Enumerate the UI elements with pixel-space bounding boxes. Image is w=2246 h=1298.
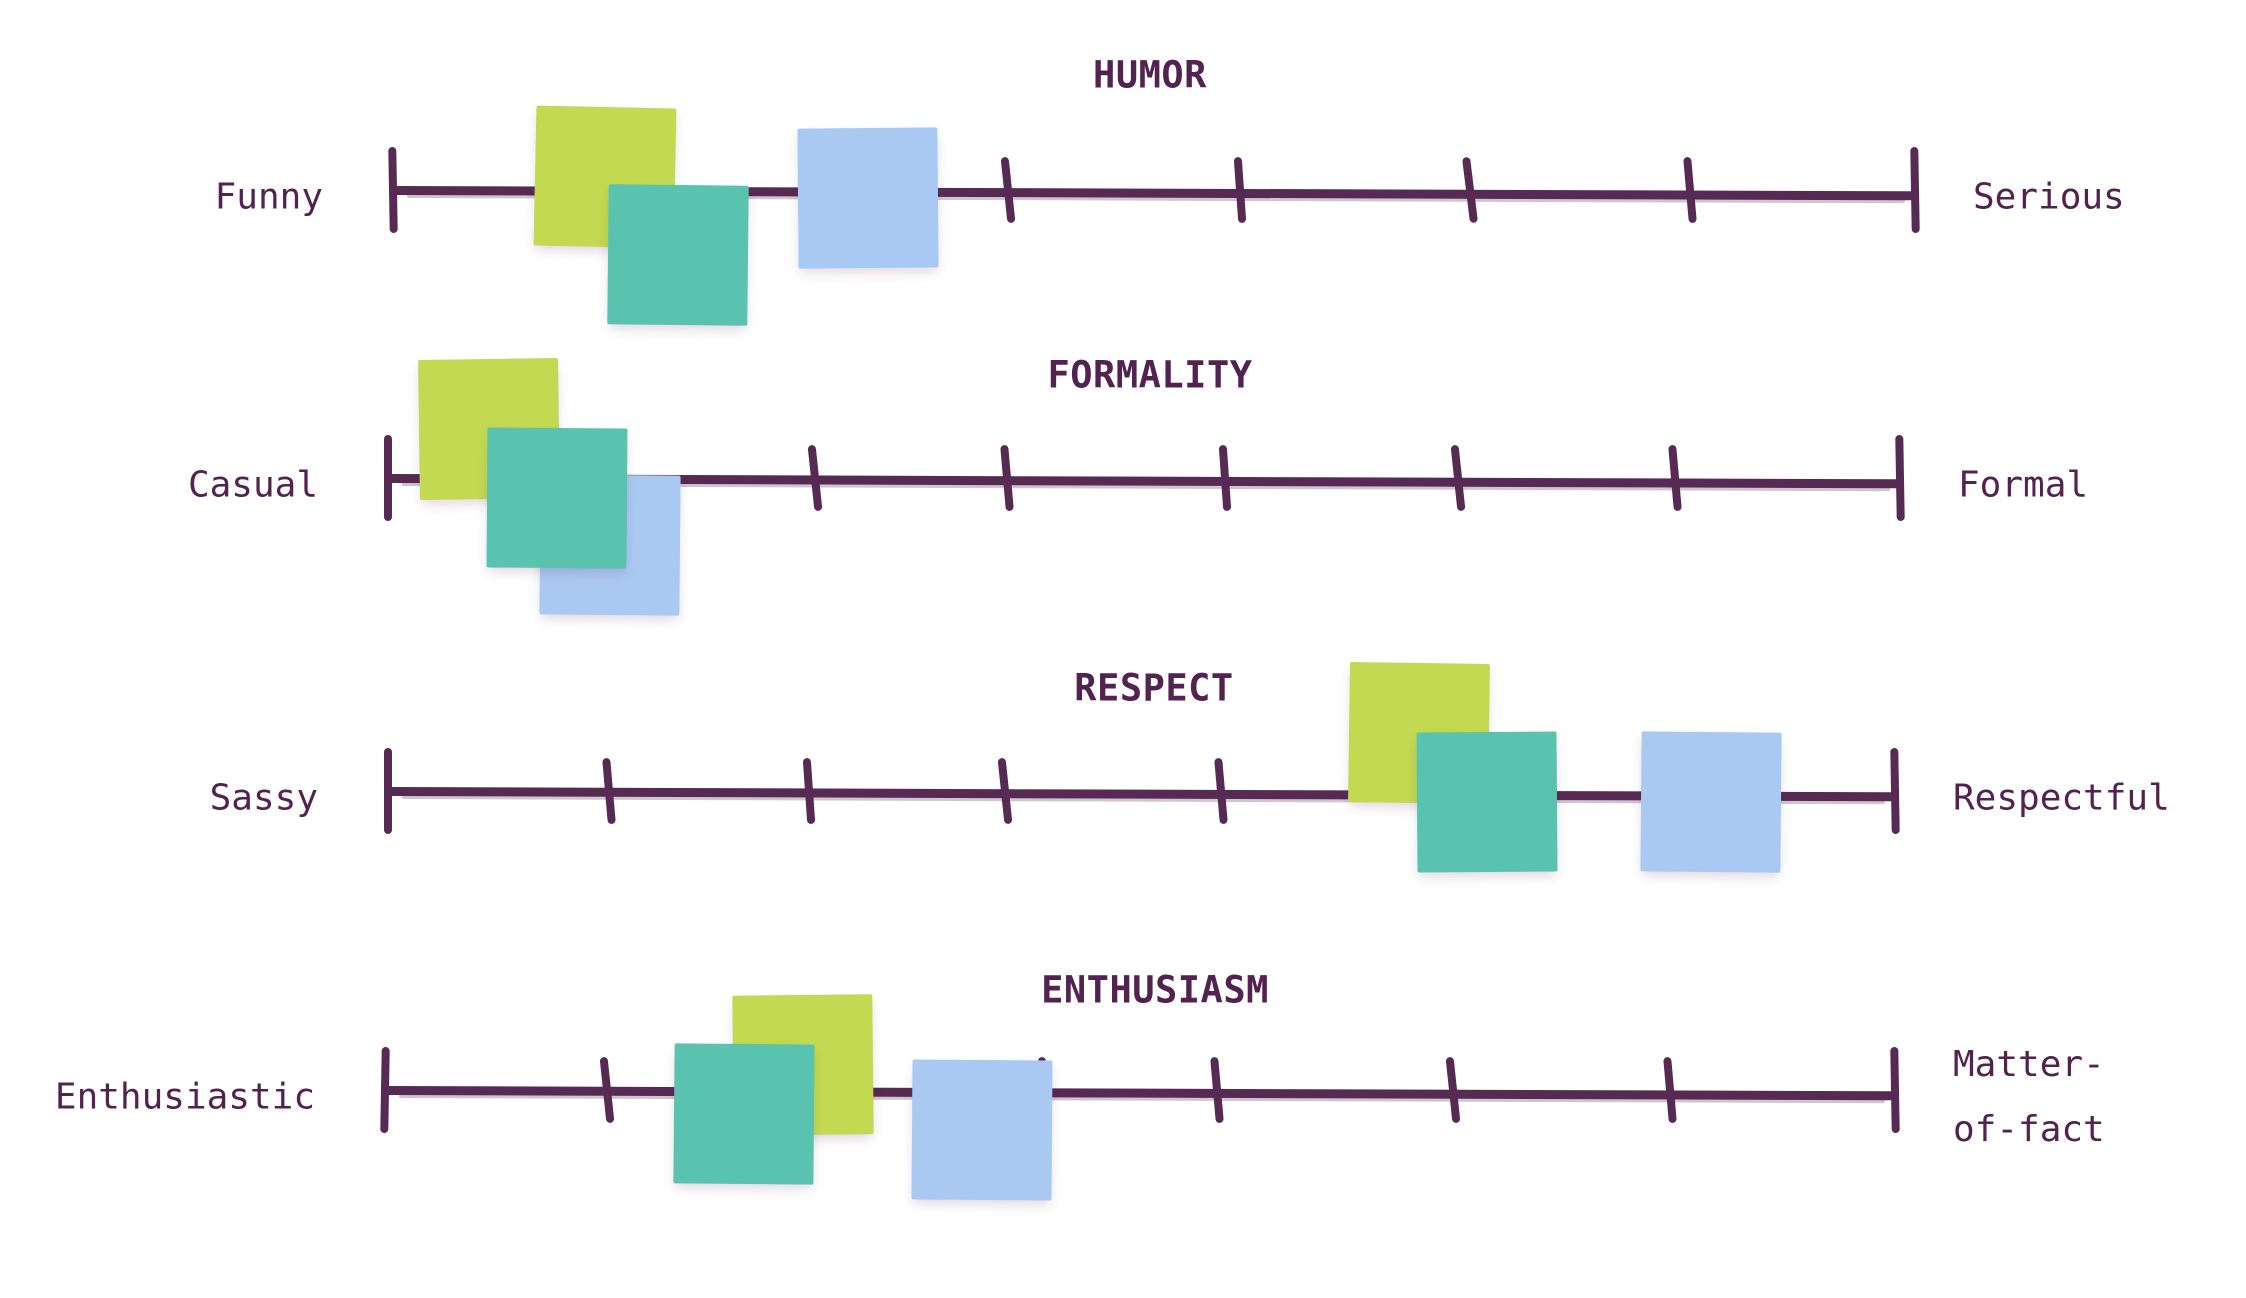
humor-end-tick [1910,146,1920,234]
sticky-note-teal[interactable] [486,427,628,569]
respect-end-tick [384,748,392,834]
formality-end-tick [1895,434,1905,522]
scale-title-humor: HUMOR [1093,53,1207,97]
scale-right-label-formality: Formal [1958,464,2089,506]
sticky-note-blue[interactable] [1640,731,1782,873]
formality-end-tick [384,435,392,521]
scale-title-enthusiasm: ENTHUSIASM [1041,968,1269,1012]
sticky-note-blue[interactable] [797,127,939,269]
scale-right-label-respect: Respectful [1953,777,2170,819]
scale-left-label-enthusiasm: Enthusiastic [54,1076,315,1118]
sticky-note-teal[interactable] [607,184,749,326]
scale-title-respect: RESPECT [1074,666,1234,710]
sticky-note-teal[interactable] [1416,731,1558,873]
scale-right-label-enthusiasm: Matter- of-fact [1953,1044,2105,1150]
respect-end-tick [1890,747,1900,835]
sticky-note-teal[interactable] [673,1043,815,1185]
sticky-note-blue[interactable] [911,1059,1053,1201]
enthusiasm-end-tick [380,1046,390,1134]
scale-right-label-humor: Serious [1973,176,2125,218]
scale-left-label-formality: Casual [187,464,318,506]
enthusiasm-end-tick [1890,1046,1900,1134]
scale-title-formality: FORMALITY [1047,353,1253,397]
scale-left-label-respect: Sassy [209,777,318,819]
scale-left-label-humor: Funny [214,176,323,218]
humor-end-tick [388,146,398,234]
